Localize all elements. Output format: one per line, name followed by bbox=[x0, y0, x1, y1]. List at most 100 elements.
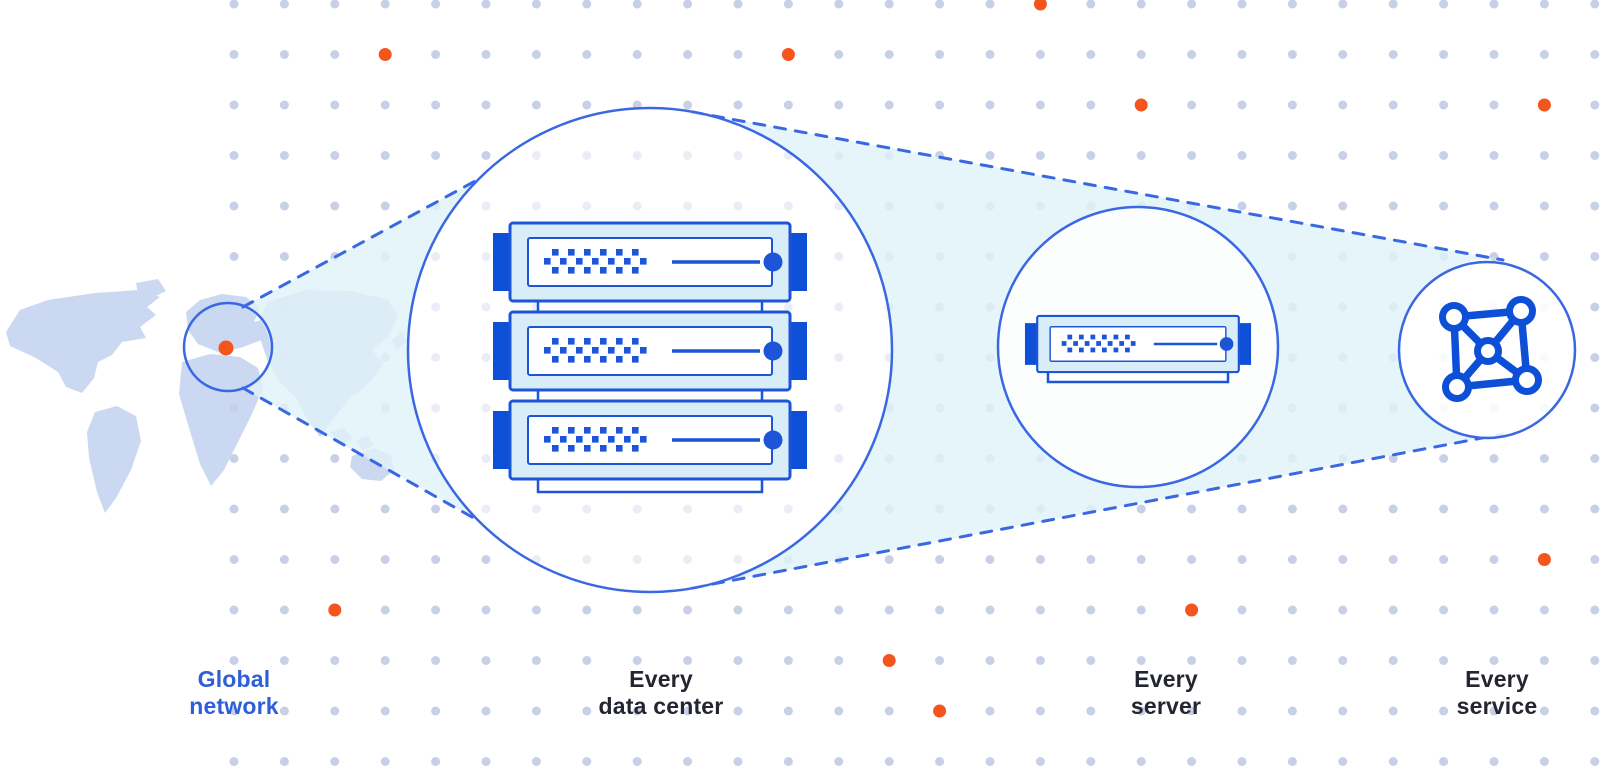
server-vent-dot bbox=[592, 347, 599, 354]
bg-dot bbox=[531, 100, 541, 110]
bg-dot bbox=[1187, 100, 1197, 110]
orange-accent-dot bbox=[1537, 98, 1551, 112]
bg-dot bbox=[1539, 706, 1549, 716]
bg-dot bbox=[1439, 656, 1449, 665]
bg-dot bbox=[1439, 50, 1449, 59]
orange-accent-dot bbox=[1185, 603, 1199, 617]
bg-dot bbox=[1489, 50, 1499, 59]
bg-dot bbox=[1439, 100, 1449, 110]
bg-dot bbox=[1590, 706, 1600, 716]
server-vent-dot bbox=[632, 249, 639, 256]
label-every-service: Every service bbox=[1367, 666, 1620, 720]
bg-dot bbox=[1539, 454, 1549, 463]
bg-dot bbox=[1590, 302, 1600, 312]
server-vent-dot bbox=[616, 249, 623, 256]
bg-dot bbox=[783, 757, 793, 766]
bg-dot bbox=[1187, 504, 1197, 514]
server-vent-dot bbox=[616, 267, 623, 274]
mesh-node-top-left bbox=[1439, 302, 1469, 332]
bg-dot bbox=[582, 757, 592, 766]
bg-dot bbox=[1086, 656, 1096, 665]
bg-dot bbox=[1086, 605, 1096, 615]
bg-dot bbox=[279, 454, 289, 463]
bg-dot bbox=[1136, 0, 1146, 9]
server-vent-dot bbox=[600, 427, 607, 434]
cone-map-to-datacenter bbox=[243, 179, 479, 521]
orange-accent-dot bbox=[1033, 0, 1047, 11]
bg-dot bbox=[1237, 555, 1247, 564]
bg-dot bbox=[1287, 201, 1297, 211]
server-vent-dot bbox=[1090, 334, 1096, 340]
bg-dot bbox=[1136, 151, 1146, 160]
server-vent-dot bbox=[1130, 341, 1136, 346]
bg-dot bbox=[1237, 100, 1247, 110]
server-vent-dot bbox=[608, 436, 615, 443]
orange-accent-dot bbox=[378, 48, 392, 61]
server-vent-dot bbox=[632, 267, 639, 274]
server-vent-dot bbox=[1061, 341, 1067, 346]
bg-dot bbox=[531, 706, 541, 716]
bg-dot bbox=[1539, 656, 1549, 665]
bg-dot bbox=[935, 656, 945, 665]
bg-dot bbox=[330, 504, 340, 514]
bg-dot bbox=[481, 100, 491, 110]
bg-dot bbox=[632, 0, 642, 9]
bg-dot bbox=[1590, 454, 1600, 463]
bg-dot bbox=[431, 0, 441, 9]
bg-dot bbox=[1338, 201, 1348, 211]
bg-dot bbox=[1287, 100, 1297, 110]
bg-dot bbox=[481, 151, 491, 160]
server-power-led bbox=[763, 430, 783, 450]
server-vent-dot bbox=[1067, 347, 1073, 353]
bg-dot bbox=[783, 706, 793, 716]
server-vent-dot bbox=[552, 356, 559, 363]
server-vent-dot bbox=[552, 267, 559, 274]
bg-dot bbox=[1287, 605, 1297, 615]
bg-dot bbox=[884, 706, 894, 716]
bg-dot bbox=[683, 656, 693, 665]
bg-dot bbox=[229, 0, 239, 9]
bg-dot bbox=[431, 100, 441, 110]
bg-dot bbox=[1035, 555, 1045, 564]
server-vent-dot bbox=[552, 427, 559, 434]
bg-dot bbox=[733, 0, 743, 9]
bg-dot bbox=[380, 0, 390, 9]
label-line: data center bbox=[598, 693, 724, 719]
bg-dot bbox=[330, 100, 340, 110]
bg-dot bbox=[1539, 504, 1549, 514]
bg-dot bbox=[229, 605, 239, 615]
bg-dot bbox=[279, 706, 289, 716]
bg-dot bbox=[1489, 151, 1499, 160]
bg-dot bbox=[1237, 706, 1247, 716]
server-vent-dot bbox=[632, 356, 639, 363]
server-vent-dot bbox=[560, 258, 567, 265]
server-vent-dot bbox=[1084, 341, 1090, 346]
bg-dot bbox=[1187, 706, 1197, 716]
bg-dot bbox=[985, 656, 995, 665]
server-vent-dot bbox=[640, 347, 647, 354]
server-unit bbox=[493, 310, 807, 392]
server-vent-dot bbox=[640, 436, 647, 443]
dashed-line-top-left bbox=[241, 177, 481, 309]
bg-dot bbox=[1489, 100, 1499, 110]
bg-dot bbox=[380, 706, 390, 716]
bg-dot bbox=[582, 100, 592, 110]
bg-dot bbox=[985, 100, 995, 110]
server-vent-dot bbox=[608, 258, 615, 265]
bg-dot bbox=[1338, 605, 1348, 615]
bg-dot bbox=[330, 555, 340, 564]
bg-dot bbox=[431, 50, 441, 59]
bg-dot bbox=[1086, 555, 1096, 564]
bg-dot bbox=[783, 656, 793, 665]
bg-dot bbox=[279, 504, 289, 514]
bg-dot bbox=[1237, 605, 1247, 615]
bg-dot bbox=[229, 403, 239, 413]
bg-dot bbox=[229, 504, 239, 514]
bg-dot bbox=[1287, 50, 1297, 59]
server-vent-dot bbox=[544, 258, 551, 265]
server-vent-dot bbox=[576, 436, 583, 443]
bg-dot bbox=[1590, 151, 1600, 160]
bg-dot bbox=[1439, 706, 1449, 716]
server-rack-ear bbox=[1024, 323, 1038, 365]
